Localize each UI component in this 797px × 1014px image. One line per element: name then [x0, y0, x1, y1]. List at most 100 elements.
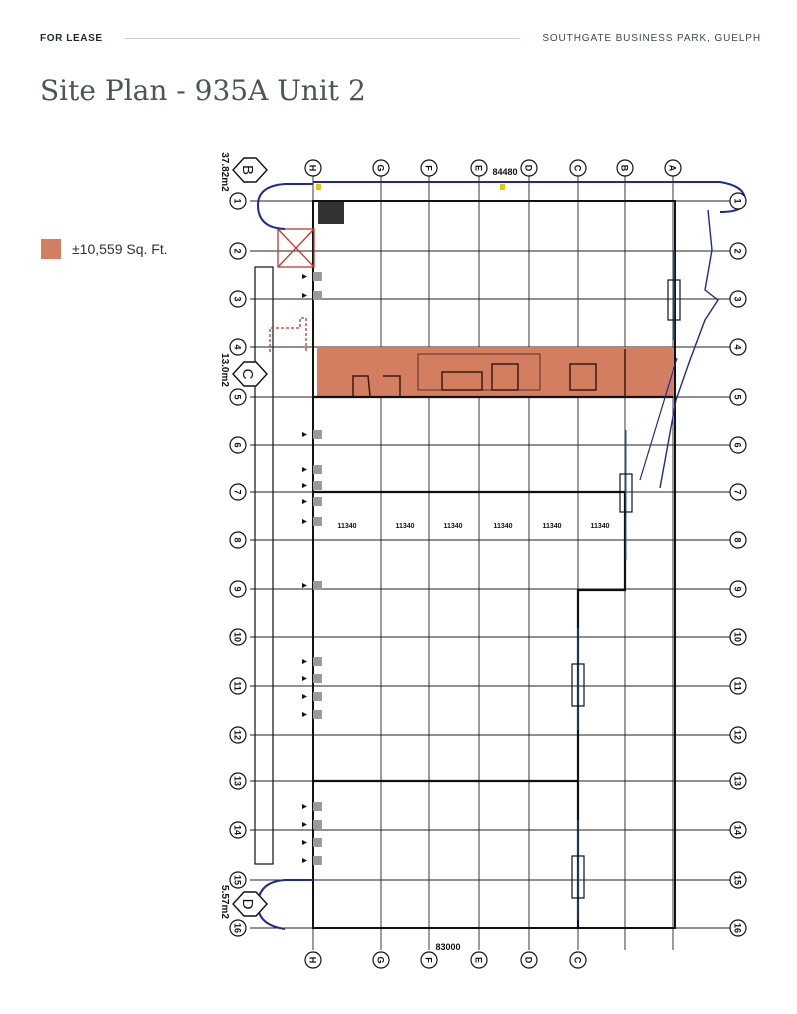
dock-door: [313, 856, 322, 865]
dock-arrow: [302, 712, 307, 717]
dock-door: [313, 802, 322, 811]
row-bubble-left-label: 11: [233, 681, 243, 691]
row-bubble-right-label: 5: [733, 394, 743, 399]
row-bubble-right: 4: [729, 338, 747, 356]
dock-door: [313, 517, 322, 526]
column-bubble-top: G: [372, 159, 390, 177]
row-bubble-left: 14: [229, 821, 247, 839]
row-bubble-right-label: 12: [733, 730, 743, 740]
dock-arrow: [302, 483, 307, 488]
red-structure: [269, 228, 315, 352]
dock-door: [313, 710, 322, 719]
row-bubble-left-label: 9: [233, 586, 243, 591]
column-bubble-top: C: [569, 159, 587, 177]
row-bubble-right: 14: [729, 821, 747, 839]
row-bubble-left: 6: [229, 436, 247, 454]
row-bubble-right: 16: [729, 919, 747, 937]
row-bubble-right: 11: [729, 677, 747, 695]
row-bubble-left-label: 15: [233, 875, 243, 885]
row-bubble-left: 1: [229, 192, 247, 210]
row-bubble-right-label: 16: [733, 923, 743, 933]
column-bubble-top-label: A: [668, 165, 678, 172]
bay-dimension-label: 11340: [443, 523, 462, 530]
column-bubble-top-label: D: [524, 165, 534, 172]
dock-arrow: [302, 432, 307, 437]
row-bubble-left: 15: [229, 871, 247, 889]
row-bubble-right-label: 7: [733, 489, 743, 494]
dock-door: [313, 497, 322, 506]
row-bubble-right: 5: [729, 388, 747, 406]
legend-swatch: [41, 239, 61, 259]
column-bubble-top-label: B: [620, 165, 630, 172]
dock-door: [313, 692, 322, 701]
column-bubble-bottom: F: [420, 951, 438, 969]
row-bubble-right: 3: [729, 290, 747, 308]
row-bubble-right: 1: [729, 192, 747, 210]
column-bubble-top: B: [616, 159, 634, 177]
dock-door: [313, 430, 322, 439]
column-bubble-top: H: [304, 159, 322, 177]
dock-arrow: [302, 583, 307, 588]
column-bubble-bottom: C: [569, 951, 587, 969]
row-bubble-left-label: 5: [233, 394, 243, 399]
row-bubble-left-label: 2: [233, 248, 243, 253]
row-bubble-left-label: 12: [233, 730, 243, 740]
column-bubble-top-label: F: [424, 165, 434, 171]
row-bubble-left-label: 6: [233, 442, 243, 447]
unit-highlight: [317, 347, 673, 397]
grid-lines-horizontal: [250, 200, 730, 929]
unit-interior-lines: [352, 349, 626, 397]
dock-door: [313, 291, 322, 300]
row-bubble-left-label: 3: [233, 296, 243, 301]
row-bubble-left: 12: [229, 726, 247, 744]
column-bubble-bottom: H: [304, 951, 322, 969]
column-bubble-bottom-label: E: [474, 957, 484, 963]
stair-hatch-block: [318, 202, 344, 224]
legend-label: ±10,559 Sq. Ft.: [72, 241, 168, 257]
column-bubble-bottom: G: [372, 951, 390, 969]
row-bubble-left: 16: [229, 919, 247, 937]
bay-dimension-label: 11340: [542, 523, 561, 530]
stairs-hatch: [577, 250, 675, 920]
dock-arrow: [302, 840, 307, 845]
column-bubble-top: F: [420, 159, 438, 177]
row-bubble-right-label: 11: [733, 681, 743, 691]
column-bubble-bottom-label: G: [376, 956, 386, 963]
row-bubble-right: 8: [729, 531, 747, 549]
column-bubble-bottom: D: [520, 951, 538, 969]
bubble-d-label: D: [239, 899, 256, 910]
row-bubble-right-label: 10: [733, 632, 743, 642]
column-bubble-top-label: C: [573, 165, 583, 172]
row-bubble-left: 4: [229, 338, 247, 356]
dock-arrow: [302, 293, 307, 298]
grid-lines-vertical: [312, 176, 674, 950]
bubble-b-label: B: [239, 165, 256, 175]
row-bubble-left-label: 10: [233, 632, 243, 642]
dock-door: [313, 481, 322, 490]
row-bubble-right: 15: [729, 871, 747, 889]
location-label: SOUTHGATE BUSINESS PARK, GUELPH: [542, 32, 761, 44]
header-divider: [124, 37, 521, 39]
row-bubble-left-label: 1: [233, 198, 243, 203]
bubble-c-label: C: [239, 369, 256, 380]
dock-door: [313, 465, 322, 474]
column-bubble-bottom-label: C: [573, 957, 583, 964]
row-bubble-right: 6: [729, 436, 747, 454]
column-bubble-top: E: [470, 159, 488, 177]
row-bubble-left-label: 16: [233, 923, 243, 933]
dock-door: [313, 657, 322, 666]
row-bubble-right: 2: [729, 242, 747, 260]
column-bubble-top: D: [520, 159, 538, 177]
legend: ±10,559 Sq. Ft.: [41, 239, 168, 259]
dock-door: [313, 581, 322, 590]
row-bubble-left: 8: [229, 531, 247, 549]
row-bubble-left: 5: [229, 388, 247, 406]
row-bubble-right-label: 15: [733, 875, 743, 885]
row-bubble-right-label: 13: [733, 776, 743, 786]
blue-curves: [256, 181, 747, 930]
dock-arrow: [302, 822, 307, 827]
